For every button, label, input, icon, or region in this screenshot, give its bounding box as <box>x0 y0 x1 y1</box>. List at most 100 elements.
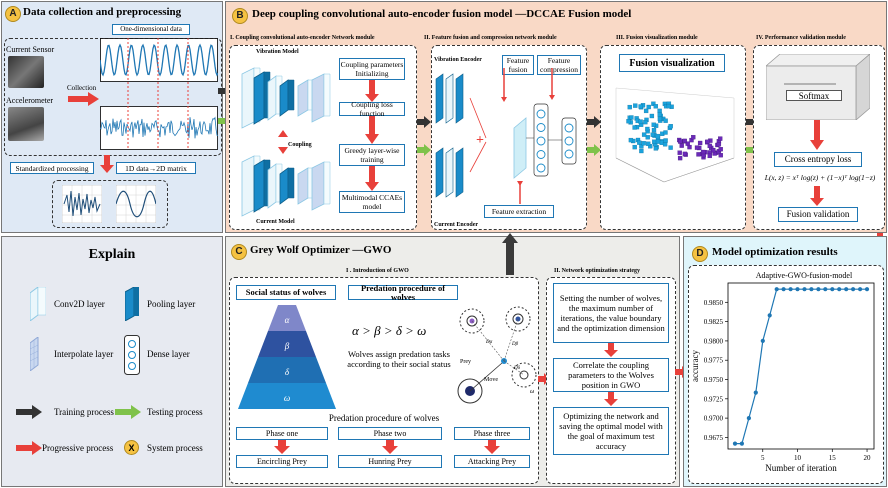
progressive-process-icon <box>16 441 42 455</box>
feature-compression-label: Feature compression <box>537 55 581 75</box>
panel-b-title: Deep coupling convolutional auto-encoder… <box>252 8 632 20</box>
attacking-prey: Attacking Prey <box>454 455 530 468</box>
dense-layer-label: Dense layer <box>147 349 190 359</box>
hunting-prey: Hunring Prey <box>338 455 442 468</box>
collection-label: Collection <box>67 84 97 92</box>
softmax-label: Softmax <box>786 90 842 101</box>
collection-arrow <box>68 92 99 106</box>
coupling-label: Coupling <box>288 142 312 148</box>
pyramid-beta: β <box>284 341 290 351</box>
predation-caption: Predation procedure of wolves <box>328 413 440 423</box>
y-tick-label: 0.9825 <box>704 318 724 326</box>
arrow-m2-to-m3-testing <box>587 144 601 156</box>
data-point <box>858 287 863 292</box>
vibration-encoder-label: Vibration Encoder <box>434 57 482 63</box>
svg-text:+: + <box>476 133 484 148</box>
interpolate-layer-label: Interpolate layer <box>54 349 114 359</box>
arrow-c-to-b <box>502 233 518 275</box>
panel-letter-a: A <box>5 6 21 22</box>
chart-xlabel: Number of iteration <box>765 463 837 473</box>
data-point <box>844 287 849 292</box>
y-tick-label: 0.9775 <box>704 357 724 365</box>
data-point <box>788 287 793 292</box>
conv2d-layer-label: Conv2D layer <box>54 299 105 309</box>
step-multimodal-model: Multimodal CCAEs model <box>339 191 405 213</box>
pyramid-alpha: α <box>285 315 290 325</box>
y-tick-label: 0.9700 <box>704 415 724 423</box>
prey-label: Prey <box>460 359 471 365</box>
panel-a-title: Data collection and preprocessing <box>23 6 182 18</box>
data-point <box>781 287 786 292</box>
arrow-m2-to-m3-training <box>587 116 601 128</box>
panel-c-title: Grey Wolf Optimizer —GWO <box>250 244 392 256</box>
panel-letter-c: C <box>231 244 247 260</box>
phase-arrows <box>274 440 500 454</box>
data-point <box>732 441 738 446</box>
explain-title: Explain <box>88 247 136 262</box>
step-greedy-training: Greedy layer-wise training <box>339 144 405 166</box>
current-ccae-network <box>241 155 331 217</box>
data-point <box>809 287 814 292</box>
pooling-layer-label: Pooling layer <box>147 299 196 309</box>
fusion-3d-scatter <box>615 87 735 183</box>
progressive-process-label: Progressive process <box>42 443 114 453</box>
data-point <box>760 338 765 343</box>
strategy-arrow-1 <box>604 343 618 357</box>
fusion-network-diagram: + <box>435 68 577 204</box>
phase-three: Phase three <box>454 427 530 440</box>
module-1-title: I. Coupling convolutional auto-encoder N… <box>230 35 375 41</box>
chart-ylabel: accuracy <box>690 350 700 382</box>
panel-explain: Explain Conv2D layer Pooling layer Inter… <box>1 236 223 487</box>
current-signal-plot <box>100 106 218 150</box>
move-label: Move <box>484 377 498 383</box>
y-tick-label: 0.9675 <box>704 434 724 442</box>
data-point <box>837 287 842 292</box>
gwo-intro-title: I . Introduction of GWO <box>346 268 409 274</box>
arrow-m1-to-m2-testing <box>417 144 431 156</box>
vibration-signal-plot <box>100 38 218 82</box>
one-dim-data-label: One-dimensional data <box>112 24 190 35</box>
conv2d-layer-icon <box>30 287 46 321</box>
loss-formula: L(x, z) = xᵀ log(z) + (1−x)ᵀ log(1−z) <box>764 173 876 182</box>
omega-label: ω <box>530 389 534 395</box>
current-sensor-label: Current Sensor <box>6 45 55 54</box>
encircling-prey: Encircling Prey <box>236 455 328 468</box>
panel-letter-d: D <box>692 246 708 262</box>
assign-tasks-text: Wolves assign predation tasks according … <box>347 349 451 369</box>
panel-optimization-results: D Model optimization results Adaptive-GW… <box>683 236 887 487</box>
strategy-step-2: Correlate the coupling parameters to the… <box>553 358 669 392</box>
accelerometer-photo <box>8 107 44 141</box>
accelerometer-label: Accelerometer <box>6 96 54 105</box>
fusion-visualization-label: Fusion visualization <box>619 54 725 72</box>
y-tick-label: 0.9750 <box>704 376 724 384</box>
module-2-title: II. Feature fusion and compression netwo… <box>424 35 557 41</box>
down-arrow-icon <box>100 155 114 173</box>
x-tick-label: 20 <box>864 454 872 462</box>
x-tick-label: 10 <box>794 454 802 462</box>
chart-title: Adaptive-GWO-fusion-model <box>756 271 853 280</box>
feature-fusion-label: Feature fusion <box>502 55 534 75</box>
data-point <box>823 287 828 292</box>
strategy-title: II. Network optimization strategy <box>554 268 640 274</box>
coupling-arrows-icon <box>278 130 288 154</box>
data-point <box>830 287 835 292</box>
current-encoder-label: Current Encoder <box>434 222 479 228</box>
module-4-title: IV. Performance validation module <box>756 35 846 41</box>
strategy-step-1: Setting the number of wolves, the maximu… <box>553 283 669 343</box>
softmax-box-3d <box>766 54 870 120</box>
data-point <box>746 416 751 421</box>
phase-two: Phase two <box>338 427 442 440</box>
matrix-image-vibration <box>62 185 102 223</box>
d-delta-label: Dδ <box>513 366 521 371</box>
current-sensor-photo <box>8 56 44 88</box>
y-tick-label: 0.9725 <box>704 395 724 403</box>
d-beta-label: Dβ <box>511 342 519 347</box>
standardized-processing-label: Standardized processing <box>10 162 94 174</box>
segment-connectors <box>127 82 189 106</box>
interpolate-layer-icon <box>30 337 39 371</box>
step-coupling-init: Coupling parameters Initializing <box>339 58 405 80</box>
data-point <box>851 287 856 292</box>
feature-extraction-label: Feature extraction <box>484 205 554 218</box>
fusion-validation-label: Fusion validation <box>778 207 858 222</box>
testing-process-icon <box>115 405 141 419</box>
